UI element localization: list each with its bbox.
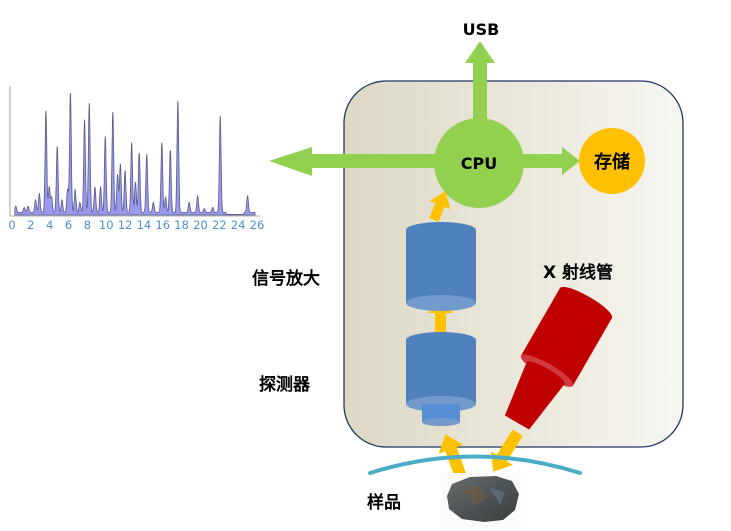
- usb-arrow: [465, 41, 495, 125]
- x-tick-label: 20: [193, 218, 208, 232]
- output-left-arrow: [269, 147, 440, 176]
- x-tick-label: 10: [99, 218, 114, 232]
- amplifier-label: 信号放大: [252, 268, 320, 289]
- x-tick-label: 24: [231, 218, 246, 232]
- detector-cylinder: [406, 332, 476, 426]
- x-tick-label: 14: [137, 218, 152, 232]
- xray-tube-label: X 射线管: [543, 262, 613, 283]
- cpu-node: [434, 118, 524, 208]
- usb-label: USB: [463, 20, 500, 39]
- cpu-label: CPU: [461, 154, 497, 173]
- storage-arrow: [515, 147, 580, 175]
- x-tick-label: 12: [118, 218, 133, 232]
- x-tick-label: 26: [250, 218, 265, 232]
- green-arrows: [269, 41, 580, 176]
- sample-label: 样品: [367, 492, 401, 513]
- x-tick-label: 16: [155, 218, 170, 232]
- amplifier-cylinder: [406, 222, 476, 311]
- detector-label: 探测器: [259, 374, 311, 395]
- amp-to-cpu-arrow: [429, 191, 451, 222]
- x-tick-label: 6: [65, 218, 72, 232]
- xray-tube: [504, 286, 613, 430]
- x-tick-label: 4: [46, 218, 53, 232]
- x-tick-label: 22: [212, 218, 227, 232]
- sample-chamber-arc: [368, 454, 582, 475]
- spectrum-area: [14, 92, 256, 216]
- sample-rock: [441, 473, 521, 531]
- x-tick-label: 2: [27, 218, 34, 232]
- storage-label: 存储: [594, 151, 630, 173]
- xray-to-sample-arrow: [490, 429, 523, 472]
- x-tick-label: 18: [174, 218, 189, 232]
- x-tick-label: 0: [8, 218, 15, 232]
- storage-node: [579, 128, 645, 194]
- x-tick-label: 8: [84, 218, 91, 232]
